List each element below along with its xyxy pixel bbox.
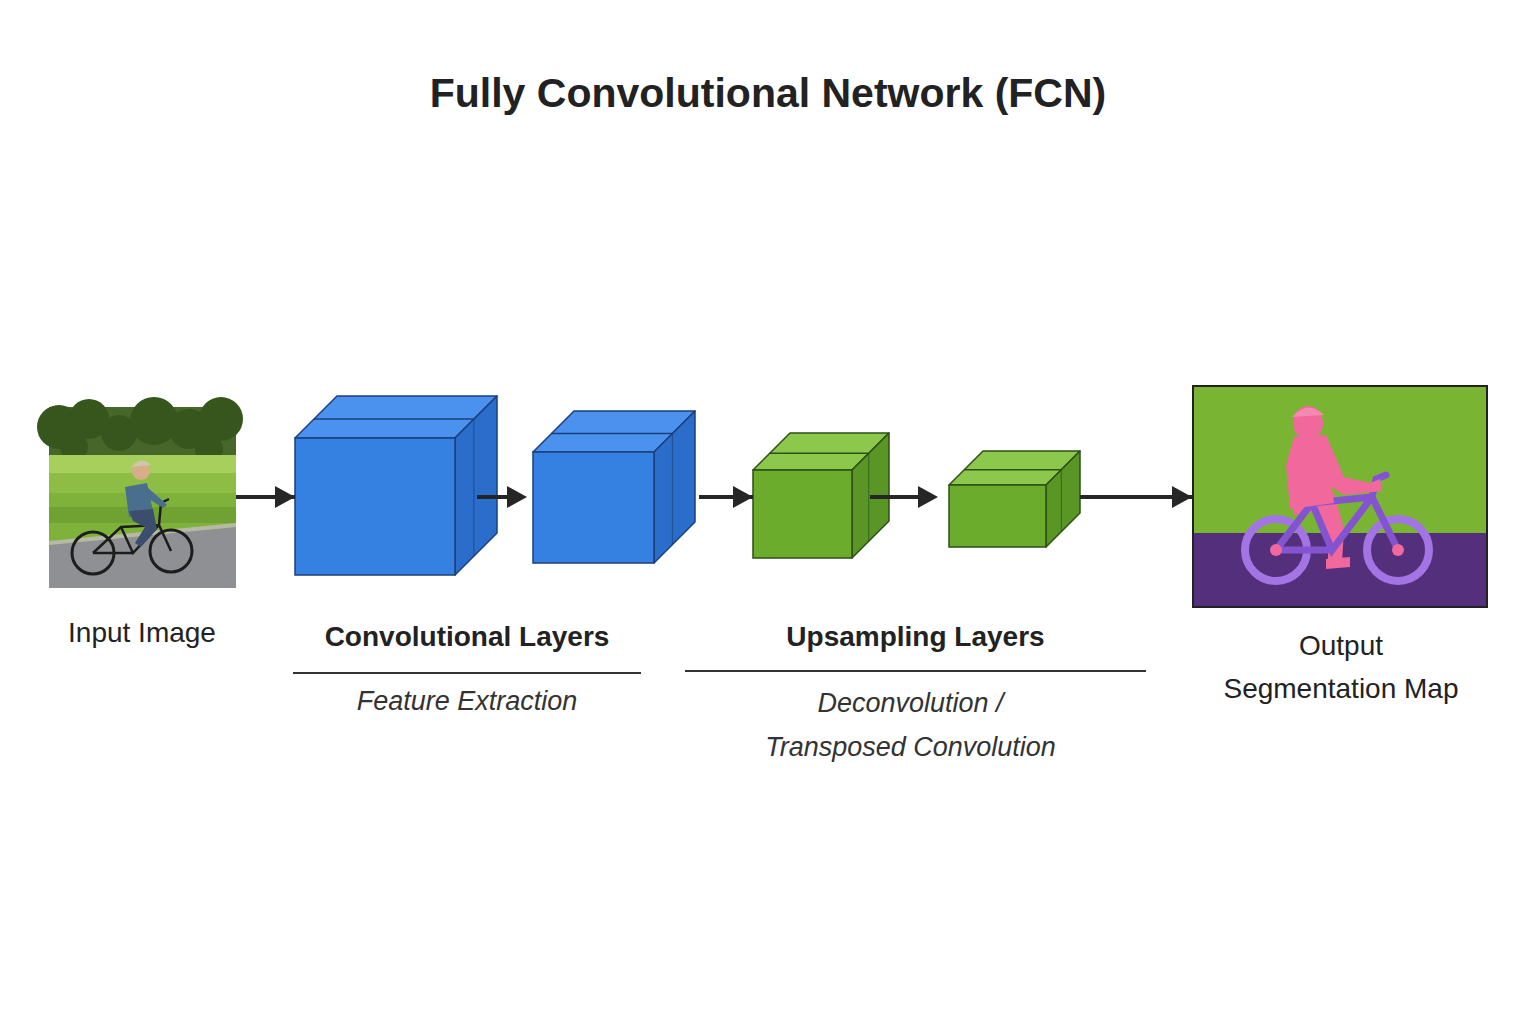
group-rule bbox=[293, 672, 641, 674]
group-rule bbox=[685, 670, 1146, 672]
feature-cube bbox=[949, 451, 1080, 547]
group-heading: Convolutional Layers bbox=[293, 620, 641, 654]
group-caption: Deconvolution / Transposed Convolution bbox=[753, 681, 1068, 769]
diagram-title: Fully Convolutional Network (FCN) bbox=[0, 70, 1536, 117]
feature-cube bbox=[753, 433, 889, 558]
group-heading: Upsampling Layers bbox=[685, 620, 1146, 654]
feature-cube bbox=[295, 396, 497, 575]
node-label: Output Segmentation Map bbox=[1216, 624, 1466, 710]
layer-group: Convolutional LayersFeature Extraction bbox=[295, 396, 699, 575]
node-label: Input Image bbox=[32, 616, 252, 650]
flow-arrow bbox=[1080, 495, 1192, 499]
input-image-art bbox=[49, 407, 236, 588]
layer-group: Upsampling LayersDeconvolution / Transpo… bbox=[753, 430, 1080, 558]
segmentation-map: Output Segmentation Map bbox=[1192, 385, 1488, 608]
layer-arrow bbox=[477, 486, 527, 508]
group-caption: Feature Extraction bbox=[293, 679, 641, 723]
input-image: Input Image bbox=[49, 407, 236, 588]
photo-illustration bbox=[37, 397, 243, 588]
segmentation-illustration bbox=[1194, 387, 1486, 606]
flow-arrow bbox=[699, 495, 753, 499]
segmentation-map-art bbox=[1194, 387, 1486, 606]
layer-group-art bbox=[753, 430, 1080, 558]
layer-group-art bbox=[295, 396, 699, 575]
feature-cube bbox=[533, 411, 695, 563]
layer-arrow bbox=[870, 486, 938, 508]
flow-arrow bbox=[236, 495, 295, 499]
